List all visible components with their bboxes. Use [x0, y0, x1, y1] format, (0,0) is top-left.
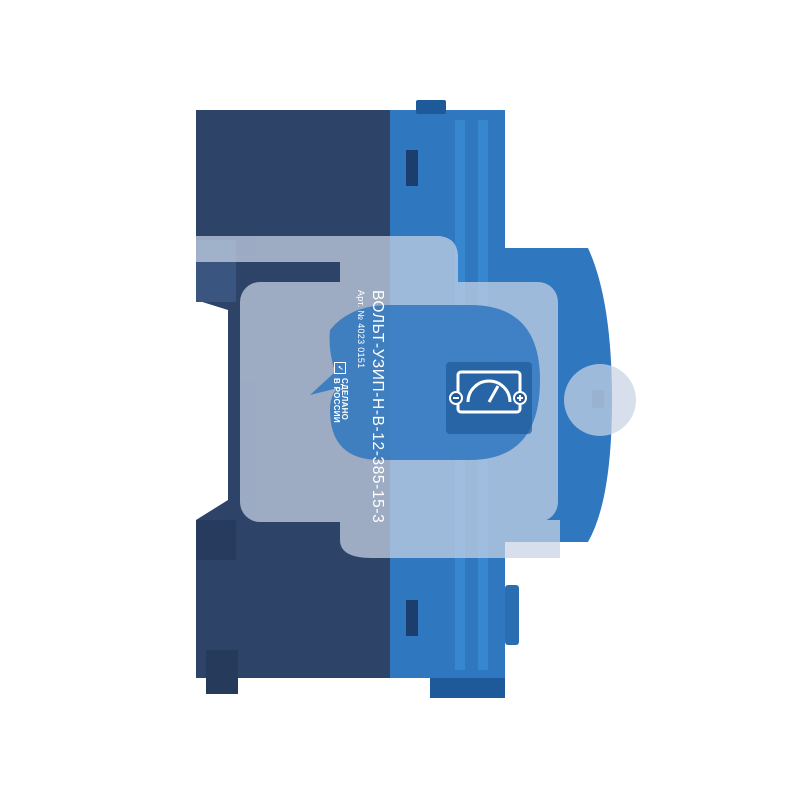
- made-in-line1: СДЕЛАНО: [340, 378, 349, 421]
- made-in-line2: В РОССИИ: [332, 378, 341, 423]
- made-in-russia-badge: ✓ СДЕЛАНО В РОССИИ: [332, 362, 349, 423]
- rail-clip-bottom: [206, 650, 238, 694]
- side-latch: [505, 585, 519, 645]
- terminal-notch-bottom: [196, 520, 236, 560]
- bottom-tab: [430, 678, 505, 698]
- model-name: ВОЛЬТ-УЗИП-Н-В-12-385-15-3: [369, 290, 386, 524]
- product-label: ВОЛЬТ-УЗИП-Н-В-12-385-15-3 Арт. № 4023 0…: [314, 290, 386, 524]
- slot-top: [406, 150, 418, 186]
- top-tab: [416, 100, 446, 114]
- voltmeter-module-icon: [446, 362, 532, 434]
- slot-bottom: [406, 600, 418, 636]
- made-in-box-icon: ✓: [334, 362, 346, 374]
- article-number: Арт. № 4023 0151: [356, 290, 366, 369]
